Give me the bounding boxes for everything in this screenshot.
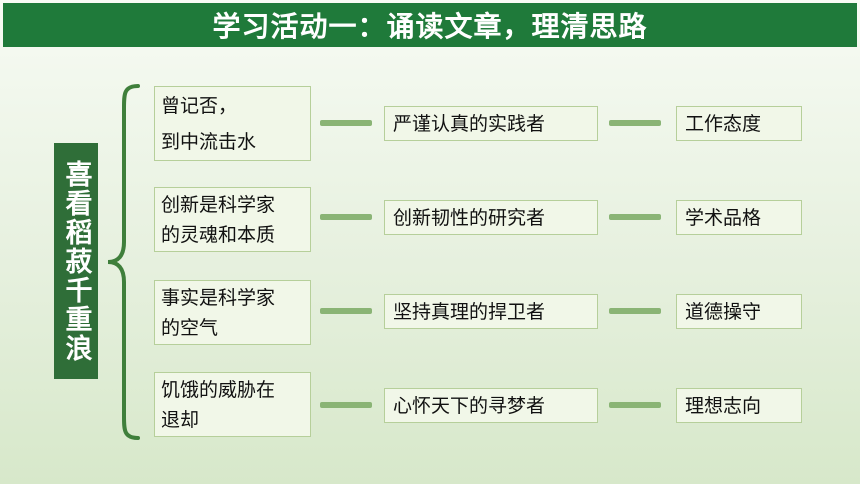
row-4-left-line-2: 退却: [161, 408, 200, 431]
row-2-left-line-2: 的灵魂和本质: [161, 223, 276, 246]
row-3-connector-b: [609, 308, 661, 314]
row-1-left-box: 曾记否， 到中流击水: [154, 86, 311, 161]
row-3-right-box: 道德操守: [676, 294, 802, 329]
row-2-left-line-1: 创新是科学家: [161, 193, 276, 216]
row-4-connector-a: [320, 402, 372, 408]
row-4-connector-b: [609, 402, 661, 408]
row-4-left-line-1: 饥饿的威胁在: [161, 378, 276, 401]
row-3-left-box: 事实是科学家 的空气: [154, 280, 311, 345]
row-4-right-box: 理想志向: [676, 388, 802, 423]
row-1-connector-a: [320, 120, 372, 126]
row-4-middle-box: 心怀天下的寻梦者: [384, 388, 598, 423]
row-2-connector-a: [320, 214, 372, 220]
row-2-left-box: 创新是科学家 的灵魂和本质: [154, 187, 311, 252]
page-title: 学习活动一：诵读文章，理清思路: [3, 3, 857, 47]
row-1-connector-b: [609, 120, 661, 126]
row-1-right-box: 工作态度: [676, 106, 802, 141]
row-3-connector-a: [320, 308, 372, 314]
row-1-middle-box: 严谨认真的实践者: [384, 106, 598, 141]
row-1-left-line-2: 到中流击水: [161, 130, 257, 153]
row-2-middle-box: 创新韧性的研究者: [384, 200, 598, 235]
row-3-middle-box: 坚持真理的捍卫者: [384, 294, 598, 329]
row-1-left-line-1: 曾记否，: [161, 94, 238, 117]
left-brace: [107, 84, 140, 440]
row-3-left-line-1: 事实是科学家: [161, 286, 276, 309]
row-2-connector-b: [609, 214, 661, 220]
row-2-right-box: 学术品格: [676, 200, 802, 235]
row-4-left-box: 饥饿的威胁在 退却: [154, 372, 311, 437]
vertical-main-title: 喜看稻菽千重浪: [54, 143, 98, 379]
row-3-left-line-2: 的空气: [161, 316, 219, 339]
